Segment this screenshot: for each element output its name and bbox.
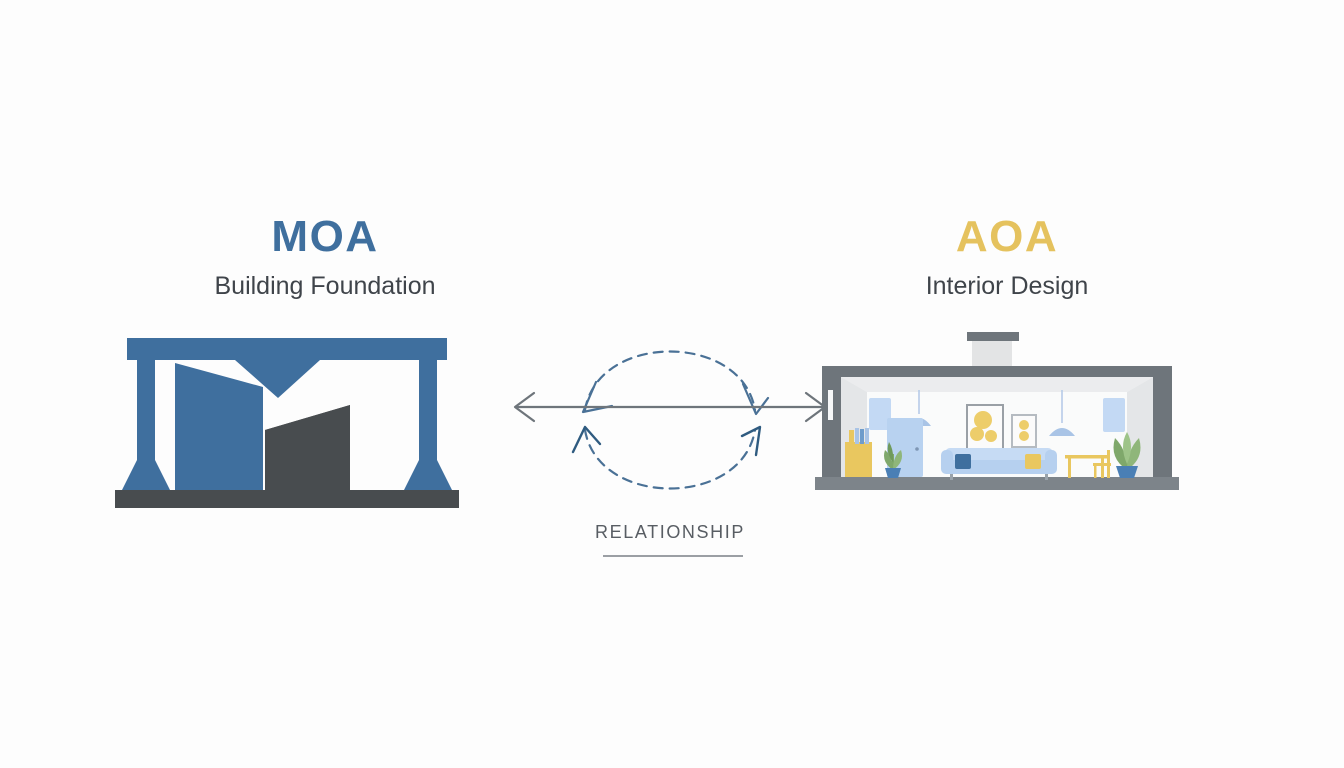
wall-art-small-shape-1	[1019, 420, 1029, 430]
table-leg-right	[1101, 458, 1104, 478]
sofa-arm-right	[1045, 450, 1057, 474]
plant-left-leaf-3	[887, 442, 894, 462]
relationship-underline	[603, 555, 743, 557]
moa-illustration	[115, 330, 535, 510]
left-wall-column	[822, 377, 841, 477]
bottom-right-arrowhead	[740, 425, 762, 457]
aoa-subtitle: Interior Design	[925, 272, 1089, 300]
window-right	[1103, 398, 1125, 432]
chair-leg-front	[1094, 466, 1097, 478]
relationship-group: RELATIONSHIP	[490, 290, 850, 580]
blue-wall-panel	[175, 363, 263, 498]
bottom-dashed-arc	[583, 428, 757, 490]
arrow-head-left	[513, 391, 536, 423]
chimney-body	[972, 338, 1012, 366]
right-column	[419, 360, 437, 472]
chair-seat	[1093, 463, 1111, 466]
left-column	[137, 360, 155, 472]
relationship-label: RELATIONSHIP	[595, 522, 745, 542]
right-column-base	[403, 460, 453, 492]
book-blue-3	[865, 428, 869, 444]
table-leg-left	[1068, 458, 1071, 478]
sofa-arm-left	[941, 450, 953, 474]
top-dashed-arc	[583, 350, 757, 412]
sofa-cushion-blue	[955, 454, 971, 469]
right-wall-column	[1153, 377, 1172, 477]
sofa-cushion-yellow	[1025, 454, 1041, 469]
wall-art-small-shape-2	[1019, 431, 1029, 441]
moa-subtitle: Building Foundation	[214, 272, 436, 300]
sofa-leg-left	[950, 474, 953, 480]
relationship-arrows	[513, 350, 827, 490]
top-beam	[127, 338, 447, 360]
plant-left-leaf-2	[893, 450, 902, 470]
table-top	[1065, 455, 1107, 459]
aoa-illustration	[797, 330, 1217, 510]
book-blue-1	[855, 428, 859, 444]
plant-right-leaf-2	[1127, 438, 1141, 470]
roof-slab	[822, 366, 1172, 377]
wall-art-large-shape-1	[974, 411, 992, 429]
pendant-shade-right	[1049, 428, 1075, 436]
dark-building-roof	[265, 405, 350, 450]
left-column-slot	[828, 390, 833, 420]
bookshelf-cabinet	[845, 442, 872, 477]
chimney-cap	[967, 332, 1019, 341]
floor-slab	[815, 477, 1179, 490]
door-handle	[915, 447, 919, 451]
bottom-left-arrowhead	[571, 425, 602, 454]
window-left	[869, 398, 891, 430]
left-column-base	[121, 460, 171, 492]
plant-right-pot	[1116, 466, 1138, 478]
aoa-title: AOA	[955, 212, 1059, 261]
ground-slab	[115, 490, 459, 508]
top-right-arrowhead	[741, 382, 770, 416]
book-blue-2	[860, 429, 864, 444]
plant-left-pot	[885, 468, 901, 478]
panel-moa: MOA Building Foundation	[115, 0, 535, 768]
sofa-leg-right	[1045, 474, 1048, 480]
wall-art-large-shape-3	[985, 430, 997, 442]
plant-right-leaf-3	[1123, 432, 1131, 464]
ceiling-plane	[841, 377, 1153, 392]
beam-v-notch	[235, 360, 320, 398]
book-yellow	[849, 430, 854, 444]
panel-aoa: AOA Interior Design	[797, 0, 1217, 768]
moa-title: MOA	[271, 212, 379, 261]
building-foundation-icon	[115, 338, 459, 508]
plant-left-leaf-1	[884, 450, 893, 470]
wall-art-large-shape-2	[970, 427, 984, 441]
plant-right-leaf-1	[1113, 438, 1127, 470]
interior-room-icon	[815, 332, 1179, 490]
